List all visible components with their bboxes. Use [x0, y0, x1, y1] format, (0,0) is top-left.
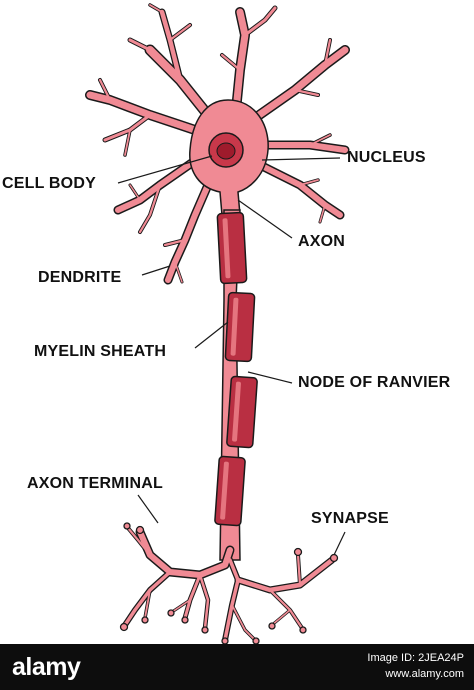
leader-synapse	[333, 531, 346, 556]
dendrites-fill	[86, 4, 349, 283]
leader-node	[247, 371, 293, 384]
leader-axon	[237, 199, 293, 239]
image-id: Image ID: 2JEA24P	[367, 652, 464, 664]
alamy-logo: alamy	[12, 653, 81, 681]
label-axon: AXON	[298, 233, 346, 250]
myelin-segment-3	[226, 375, 258, 449]
label-nucleus: NUCLEUS	[347, 149, 426, 166]
label-node-of-ranvier: NODE OF RANVIER	[298, 374, 451, 391]
leader-cell-body	[117, 155, 213, 184]
myelin-segment-1	[216, 211, 248, 285]
myelin-segment-4	[214, 455, 246, 527]
label-synapse: SYNAPSE	[311, 510, 389, 527]
image-reference: Image ID: 2JEA24P www.alamy.com	[367, 650, 464, 682]
synaptic-knobs	[119, 522, 339, 644]
nucleus-inner	[216, 142, 236, 160]
leader-dendrite	[141, 265, 171, 276]
label-myelin-sheath: MYELIN SHEATH	[34, 343, 167, 360]
neuron-diagram: .b { fill: none; stroke: #1a1a1a; stroke…	[85, 3, 350, 644]
label-cell-body: CELL BODY	[2, 175, 96, 192]
leader-lines	[117, 155, 346, 556]
label-dendrite: DENDRITE	[38, 269, 122, 286]
site-url: www.alamy.com	[385, 668, 464, 680]
myelin-segment-2	[224, 291, 256, 363]
axon-terminals-fill	[123, 526, 335, 642]
leader-axon-terminal	[137, 494, 159, 524]
footer-bar: alamy Image ID: 2JEA24P www.alamy.com	[0, 644, 474, 690]
leader-nucleus	[261, 157, 341, 161]
label-axon-terminal: AXON TERMINAL	[27, 475, 163, 492]
leader-myelin	[194, 321, 229, 349]
myelin-sheaths	[214, 211, 258, 527]
